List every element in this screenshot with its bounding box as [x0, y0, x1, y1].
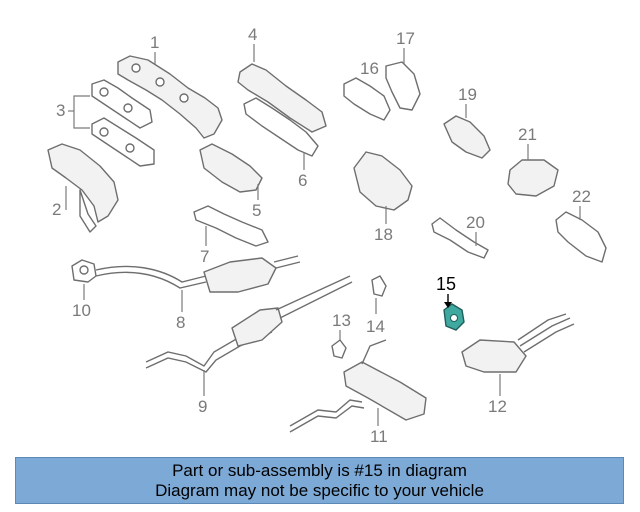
callout-20: 20 — [466, 213, 485, 232]
part-6-heat-shield[interactable]: 6 — [243, 97, 319, 190]
part-16-heat-shield[interactable]: 16 — [343, 59, 391, 121]
callout-18: 18 — [374, 225, 393, 244]
part-20-heat-shield[interactable]: 20 — [431, 213, 489, 259]
part-3-manifold-gaskets[interactable]: 3 — [56, 79, 155, 167]
part-14-hanger[interactable]: 14 — [366, 275, 387, 336]
part-8-catalytic-converter[interactable]: 8 — [95, 255, 301, 332]
part-1-exhaust-manifold[interactable]: 1 — [117, 33, 223, 139]
part-21-heat-shield[interactable]: 21 — [507, 125, 559, 197]
part-18-heat-shield[interactable]: 18 — [353, 151, 413, 244]
callout-11: 11 — [370, 427, 388, 446]
part-12-rear-muffler[interactable]: 12 — [461, 313, 575, 416]
callout-14: 14 — [366, 317, 385, 336]
callout-2: 2 — [52, 200, 61, 219]
banner-line-2: Diagram may not be specific to your vehi… — [155, 480, 484, 500]
callout-12: 12 — [488, 397, 507, 416]
part-17-heat-shield[interactable]: 17 — [385, 29, 421, 111]
callout-13: 13 — [332, 311, 351, 330]
part-2-exhaust-manifold[interactable]: 2 — [47, 143, 119, 233]
info-banner: Part or sub-assembly is #15 in diagram D… — [15, 457, 624, 504]
callout-21: 21 — [518, 125, 537, 144]
part-4-heat-shield[interactable]: 4 — [237, 25, 327, 133]
part-7-bracket[interactable]: 7 — [193, 205, 269, 266]
callout-10: 10 — [72, 301, 91, 320]
part-13-hanger[interactable]: 13 — [331, 311, 351, 359]
part-9-front-pipe[interactable]: 9 — [145, 275, 353, 416]
exhaust-parts-diagram: 1 2 3 4 5 6 7 — [47, 25, 607, 446]
callout-4: 4 — [248, 25, 257, 44]
callout-6: 6 — [298, 171, 307, 190]
callout-1: 1 — [150, 33, 159, 52]
part-10-flange-gasket[interactable]: 10 — [71, 259, 97, 320]
callout-3: 3 — [56, 101, 65, 120]
banner-line-1: Part or sub-assembly is #15 in diagram — [172, 460, 467, 480]
callout-5: 5 — [252, 201, 261, 220]
callout-22: 22 — [572, 187, 591, 206]
callout-19: 19 — [458, 85, 477, 104]
part-11-muffler[interactable]: 11 — [289, 339, 427, 446]
callout-15: 15 — [436, 274, 456, 294]
part-19-heat-shield[interactable]: 19 — [443, 85, 491, 159]
callout-8: 8 — [176, 313, 185, 332]
callout-9: 9 — [198, 397, 207, 416]
part-15-hanger-highlighted[interactable]: 15 — [436, 274, 465, 331]
part-22-heat-shield[interactable]: 22 — [555, 187, 607, 263]
callout-7: 7 — [200, 247, 209, 266]
callout-16: 16 — [360, 59, 379, 78]
part-5-heat-shield[interactable]: 5 — [199, 143, 263, 220]
callout-17: 17 — [396, 29, 415, 48]
